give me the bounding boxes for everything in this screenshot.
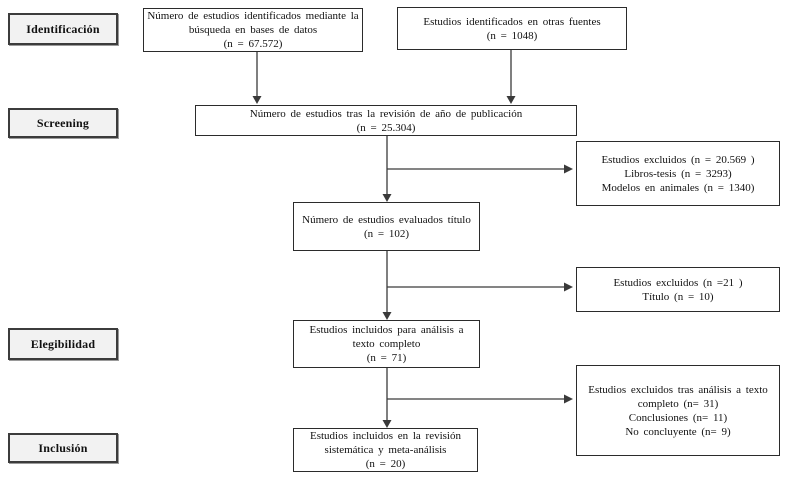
box-text-line: Número de estudios tras la revisión de a… (249, 107, 523, 120)
box-text-line: Estudios incluidos para análisis a (309, 324, 464, 336)
box-text-line: (n = 67.572) (223, 38, 283, 50)
arrow-branch-excluded-fulltext (387, 394, 573, 404)
box-text-line: Conclusiones (n= 11) (628, 411, 728, 424)
arrow-sources-to-screening (506, 50, 516, 104)
arrow-branch-excluded-screening (387, 164, 573, 174)
arrow-branch-excluded-title (387, 282, 573, 292)
box-text-line: (n = 71) (366, 352, 407, 364)
box-excluded-screening: Estudios excluidos (n = 20.569 ) Libros-… (576, 141, 780, 206)
stage-label: Identificación (26, 21, 100, 36)
stage-box-screening: Screening (8, 108, 118, 138)
stage-box-identificacion: Identificación (8, 13, 118, 45)
box-excluded-title: Estudios excluidos (n =21 ) Título (n = … (576, 267, 780, 312)
box-after-year-review: Número de estudios tras la revisión de a… (195, 105, 577, 136)
box-text-line: (n = 1048) (486, 29, 538, 42)
stage-label: Inclusión (38, 440, 88, 455)
box-text-line: Estudios excluidos (n = 20.569 ) (601, 153, 755, 166)
box-fulltext-analysis: Estudios incluidos para análisis a texto… (293, 320, 480, 368)
box-text-line: Número de estudios identificados mediant… (147, 10, 359, 22)
box-text-line: (n = 102) (363, 227, 410, 240)
arrow-screening-to-title (382, 136, 392, 202)
box-excluded-fulltext: Estudios excluidos tras análisis a texto… (576, 365, 780, 456)
box-text-line: Número de estudios evaluados título (302, 213, 471, 226)
box-text-line: sistemática y meta-análisis (324, 444, 447, 456)
box-text-line: Título (n = 10) (642, 290, 714, 303)
stage-box-inclusion: Inclusión (8, 433, 118, 463)
stage-box-elegibilidad: Elegibilidad (8, 328, 118, 360)
box-other-sources: Estudios identificados en otras fuentes … (397, 7, 627, 50)
arrow-db-to-screening (252, 52, 262, 104)
box-text-line: completo (n= 31) (637, 397, 719, 410)
stage-label: Screening (36, 115, 90, 130)
arrow-fulltext-to-included (382, 368, 392, 428)
box-text-line: búsqueda en bases de datos (188, 24, 318, 36)
stage-label: Elegibilidad (30, 336, 96, 351)
box-text-line: Libros-tesis (n = 3293) (624, 167, 732, 180)
box-evaluated-title: Número de estudios evaluados título (n =… (293, 202, 480, 251)
arrow-title-to-fulltext (382, 251, 392, 320)
box-text-line: No concluyente (n= 9) (625, 425, 731, 438)
box-text-line: Modelos en animales (n = 1340) (601, 181, 755, 194)
box-text-line: (n = 20) (365, 458, 406, 470)
box-text-line: Estudios identificados en otras fuentes (423, 15, 601, 28)
box-text-line: Estudios excluidos (n =21 ) (613, 276, 743, 289)
box-included-final: Estudios incluidos en la revisión sistem… (293, 428, 478, 472)
box-identified-database: Número de estudios identificados mediant… (143, 8, 363, 52)
box-text-line: Estudios excluidos tras análisis a texto (588, 383, 768, 396)
box-text-line: Estudios incluidos en la revisión (310, 430, 461, 442)
box-text-line: texto completo (352, 338, 421, 350)
box-text-line: (n = 25.304) (356, 121, 416, 134)
